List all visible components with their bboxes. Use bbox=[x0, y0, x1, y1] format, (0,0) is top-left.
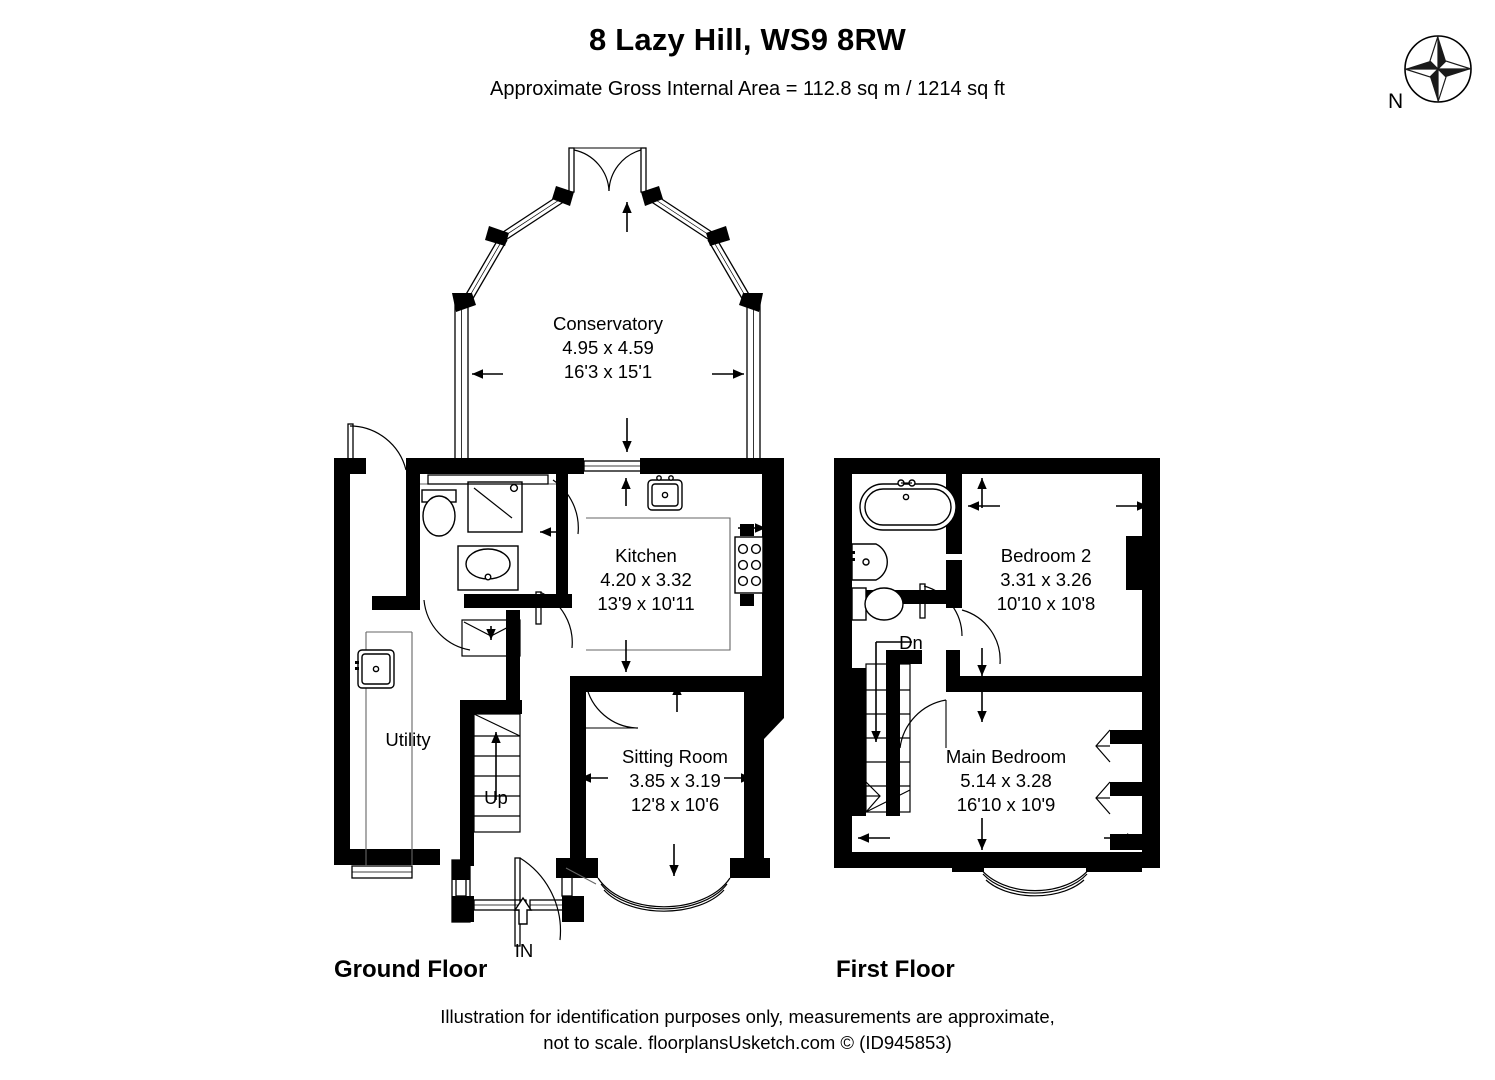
ground-floor-plan bbox=[334, 147, 784, 947]
toilet-fixture-wc bbox=[421, 489, 457, 537]
footer-disclaimer: Illustration for identification purposes… bbox=[0, 1004, 1495, 1056]
basin-fixture-wc bbox=[457, 545, 519, 591]
first-floor-walls bbox=[834, 458, 1160, 897]
conservatory-room bbox=[452, 147, 763, 461]
staircase-down-first bbox=[865, 641, 912, 813]
first-floor-fixtures bbox=[851, 460, 1148, 850]
footer-line-1: Illustration for identification purposes… bbox=[440, 1006, 1055, 1027]
bath-fixture bbox=[859, 460, 957, 531]
compass-north-label: N bbox=[1388, 90, 1404, 113]
toilet-fixture-bathroom bbox=[851, 587, 904, 621]
first-floor-plan bbox=[834, 458, 1160, 897]
cupboard-ground bbox=[461, 619, 521, 657]
floor-caption-first: First Floor bbox=[836, 956, 955, 983]
door-swing bbox=[349, 425, 407, 471]
entrance-marker-in: IN bbox=[514, 940, 534, 961]
area-subtitle: Approximate Gross Internal Area = 112.8 … bbox=[490, 78, 1005, 100]
ground-floor-walls bbox=[334, 458, 784, 947]
ground-floor-fixtures bbox=[347, 423, 766, 876]
compass-rose-icon bbox=[1388, 22, 1488, 132]
room-label-utility: Utility bbox=[385, 729, 431, 750]
staircase-up-ground bbox=[473, 713, 521, 833]
page-title: 8 Lazy Hill, WS9 8RW bbox=[589, 22, 906, 57]
footer-line-2: not to scale. floorplansUsketch.com © (I… bbox=[543, 1032, 952, 1053]
shower-fixture-wc bbox=[467, 481, 523, 533]
stair-marker-dn: Dn bbox=[899, 632, 923, 653]
appliance-fixture-utility bbox=[355, 649, 395, 689]
hob-fixture-kitchen bbox=[734, 524, 764, 606]
sink-fixture-kitchen bbox=[647, 475, 683, 511]
stair-marker-up: Up bbox=[484, 787, 508, 808]
floor-caption-ground: Ground Floor bbox=[334, 956, 488, 983]
basin-fixture-bathroom bbox=[851, 543, 888, 581]
